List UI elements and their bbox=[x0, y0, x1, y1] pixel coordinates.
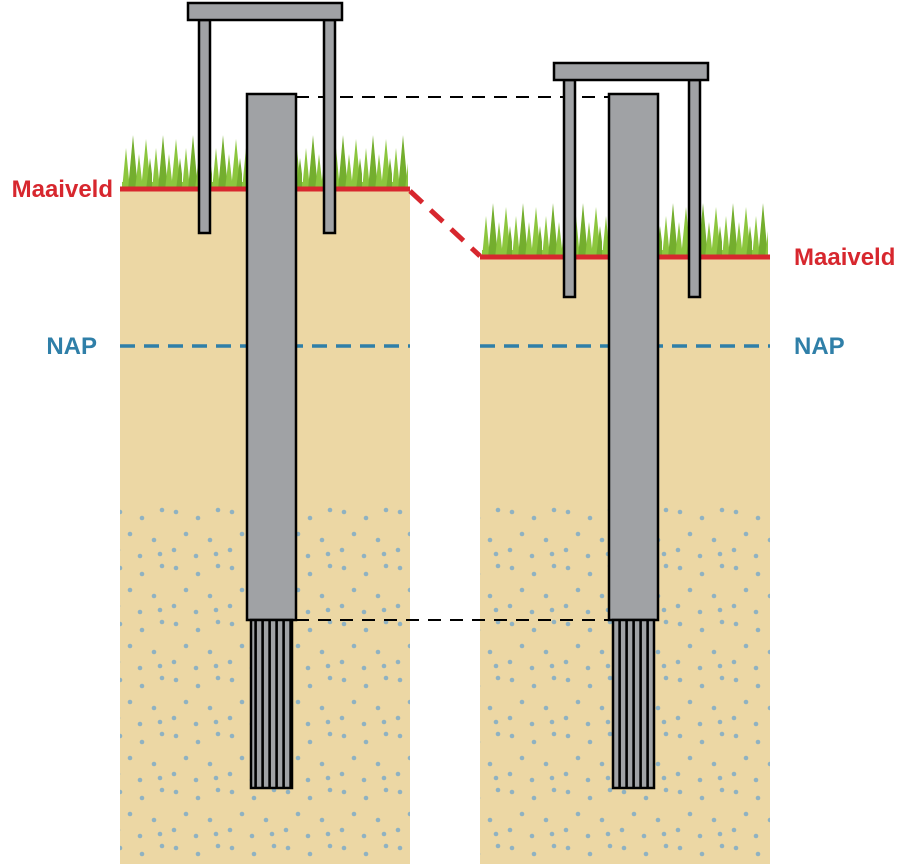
monitoring-well-right bbox=[607, 92, 660, 790]
frame-right-leg bbox=[322, 18, 337, 235]
frame-left-leg bbox=[197, 18, 212, 235]
well-pipe bbox=[245, 92, 298, 622]
frame-top-bar bbox=[186, 1, 344, 22]
measuring-frame-right bbox=[552, 61, 710, 299]
frame-left-leg bbox=[562, 78, 577, 299]
nap-label-right: NAP bbox=[794, 333, 845, 360]
frame-top-bar bbox=[552, 61, 710, 82]
nap-label-left: NAP bbox=[46, 333, 97, 360]
well-screen bbox=[249, 618, 294, 790]
maaiveld-transition-line bbox=[408, 189, 482, 258]
maaiveld-label-right: Maaiveld bbox=[794, 244, 895, 271]
maaiveld-label-left: Maaiveld bbox=[12, 176, 113, 203]
measuring-frame-left bbox=[186, 1, 344, 235]
frame-right-leg bbox=[687, 78, 702, 299]
well-screen bbox=[611, 618, 656, 790]
well-pipe bbox=[607, 92, 660, 622]
monitoring-well-left bbox=[245, 92, 298, 790]
